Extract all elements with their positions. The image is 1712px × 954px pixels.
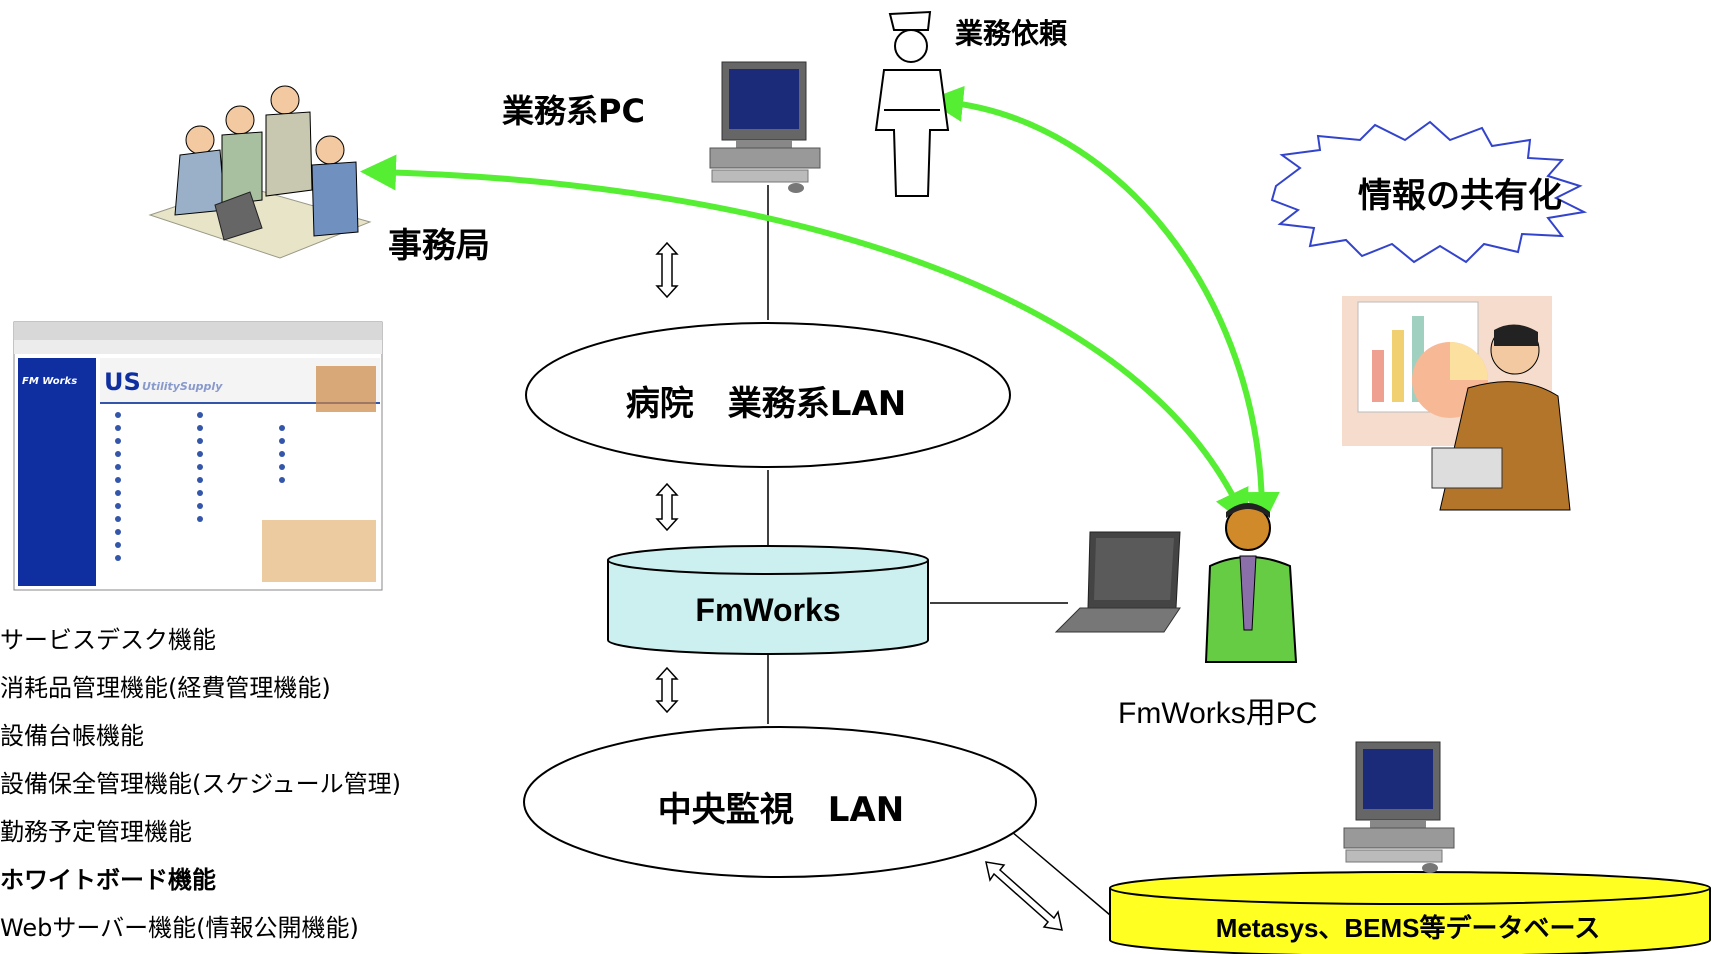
lan-hospital-label: 病院 業務系LAN <box>625 384 907 424</box>
laptop-icon <box>1054 531 1181 633</box>
function-item: ホワイトボード機能 <box>0 866 216 894</box>
bidirectional-arrow-1 <box>655 241 679 299</box>
bidirectional-arrow-4 <box>985 861 1063 931</box>
lan-central-label: 中央監視 LAN <box>657 790 905 830</box>
fmworks-pc-label: FmWorks用PC <box>1118 697 1318 730</box>
presenter-chart-illustration <box>1342 296 1571 511</box>
metasys-database <box>1109 871 1711 954</box>
us-subtitle: UtilitySupply <box>142 380 223 393</box>
fmworks-logo-text: FM Works <box>22 376 78 387</box>
info-share-label: 情報の共有化 <box>1358 176 1562 216</box>
function-list: サービスデスク機能 消耗品管理機能(経費管理機能) 設備台帳機能 設備保全管理機… <box>0 616 401 952</box>
database-label: Metasys、BEMS等データベース <box>1215 913 1601 943</box>
gyomu-pc-label: 業務系PC <box>502 92 645 130</box>
function-item: 勤務予定管理機能 <box>0 818 192 846</box>
function-item: サービスデスク機能 <box>0 626 216 654</box>
fmworks-label: FmWorks <box>695 592 841 628</box>
lan-hospital-ellipse <box>525 322 1011 468</box>
function-item: 設備保全管理機能(スケジュール管理) <box>0 770 402 798</box>
desktop-pc-icon <box>709 61 821 193</box>
office-meeting-illustration <box>148 85 372 259</box>
bidirectional-arrow-3 <box>655 666 679 714</box>
function-item: Webサーバー機能(情報公開機能) <box>0 914 359 942</box>
gyomu-irai-label: 業務依頼 <box>955 17 1068 50</box>
function-item: 設備台帳機能 <box>0 722 144 750</box>
share-burst <box>1270 120 1588 264</box>
us-title: US <box>104 368 141 396</box>
fmworks-database <box>607 545 929 655</box>
bidirectional-arrow-2 <box>655 482 679 532</box>
person-green-jacket-icon <box>1204 503 1298 663</box>
desktop-pc-icon-2 <box>1343 741 1455 873</box>
lan-central-ellipse <box>523 726 1037 878</box>
jimukyoku-label: 事務局 <box>388 226 490 266</box>
nurse-figure-icon <box>874 10 950 197</box>
fmworks-screenshot <box>13 321 383 591</box>
function-item: 消耗品管理機能(経費管理機能) <box>0 674 331 702</box>
green-arrow-gyomu-irai <box>927 85 1280 528</box>
